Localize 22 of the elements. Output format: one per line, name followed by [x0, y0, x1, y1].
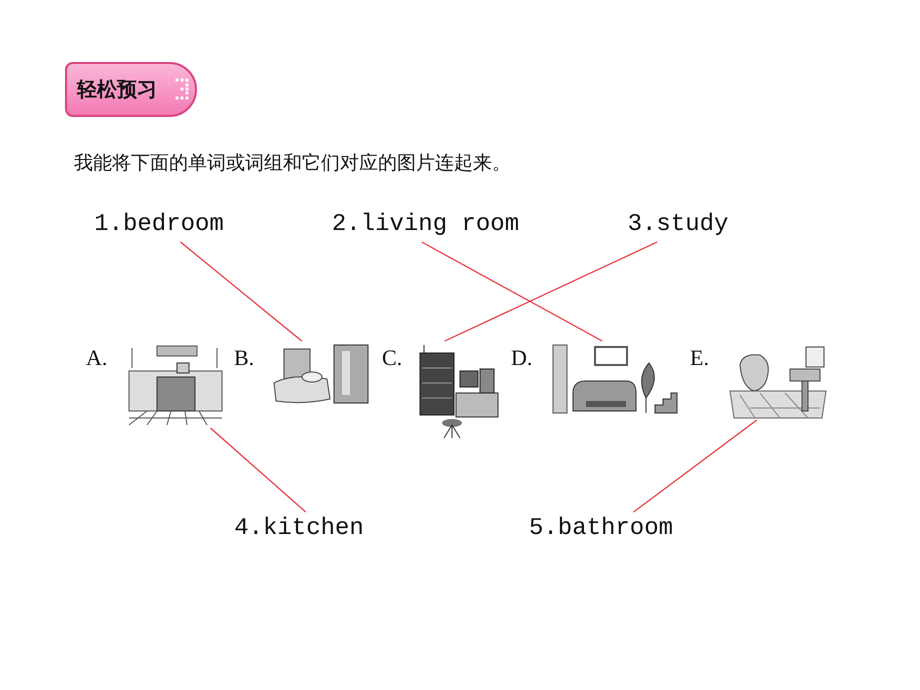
study-drawing: [418, 343, 499, 439]
connecting-line: [180, 242, 302, 342]
connecting-line: [210, 428, 306, 512]
kitchen-drawing: [127, 343, 224, 426]
option-letter: C.: [382, 345, 402, 371]
option-letter: B.: [234, 345, 254, 371]
option-letter: A.: [86, 345, 108, 371]
vocabulary-word: 5.bathroom: [527, 514, 675, 544]
bedroom-drawing: [272, 343, 371, 406]
section-title: 轻松预习: [77, 76, 157, 103]
vocabulary-word: 2.living room: [330, 210, 521, 240]
connecting-line: [421, 241, 602, 342]
vocabulary-word: 4.kitchen: [232, 514, 366, 544]
vocabulary-word: 1.bedroom: [92, 210, 226, 240]
option-letter: E.: [690, 345, 709, 371]
option-letter: D.: [511, 345, 532, 371]
instruction-text: 我能将下面的单词或词组和它们对应的图片连起来。: [74, 151, 511, 176]
connecting-line: [444, 241, 658, 342]
vocabulary-word: 3.study: [626, 210, 730, 240]
living-drawing: [551, 343, 679, 415]
section-badge: [65, 62, 197, 117]
connecting-line: [633, 420, 758, 512]
